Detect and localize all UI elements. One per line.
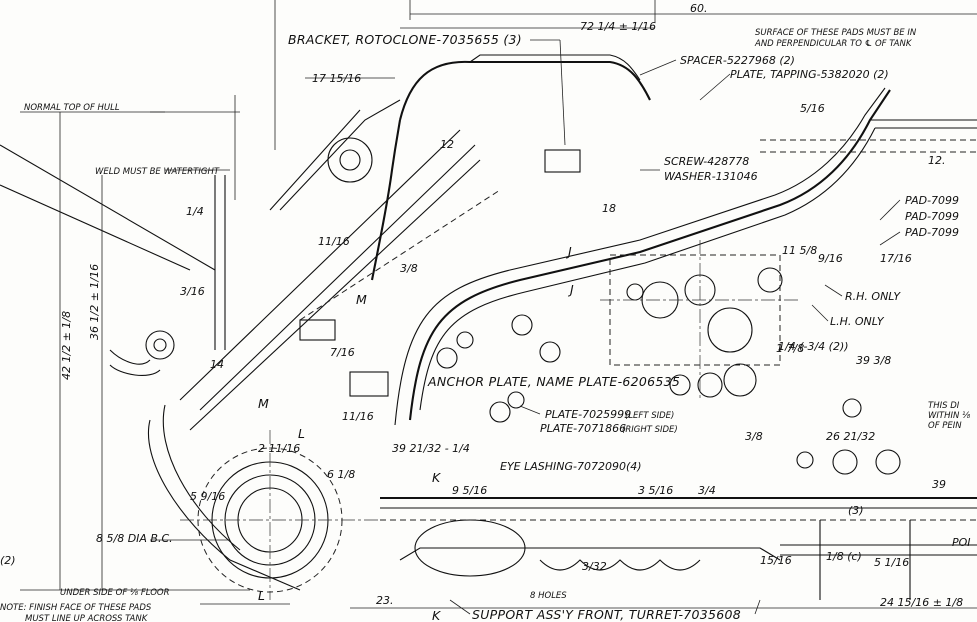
dim-42: 42 1/2 ± 1/8 (60, 311, 73, 380)
dim-12: 12 (440, 138, 454, 151)
marker-m2: M (258, 396, 269, 411)
callout-lh-only: L.H. ONLY (830, 315, 885, 328)
dim-5-1-16: 5 1/16 (874, 556, 909, 569)
callout-spacer: SPACER-5227968 (2) (680, 54, 795, 67)
floor-support (350, 496, 977, 609)
bolt-circles (436, 314, 901, 475)
callout-pad-2: PAD-7099 (905, 210, 959, 223)
dim-39-3-8: 39 3/8 (856, 354, 891, 367)
left-hull-lines (0, 111, 301, 591)
dim-11-5-8: 11 5/8 (782, 244, 817, 257)
dim-1-76: 11/16 (318, 235, 350, 248)
callout-plate-left-side: (LEFT SIDE) (625, 411, 674, 421)
note-surface-2: AND PERPENDICULAR TO ℄ OF TANK (754, 39, 913, 49)
dim-9-16: 9/16 (818, 252, 843, 265)
dim-2-paren: (2) (0, 554, 16, 567)
callout-bracket: BRACKET, ROTOCLONE-7035655 (3) (288, 32, 522, 47)
dim-3-parens: (3) (848, 504, 864, 517)
marker-j2: J (567, 282, 574, 297)
callout-plate-left: PLATE-7025999 (545, 408, 631, 421)
callout-eye-lashing: EYE LASHING-7072090(4) (500, 460, 642, 473)
dim-6-1-8: 6 1/8 (327, 468, 355, 481)
dim-7-16: 7/16 (330, 346, 355, 359)
dim-26-21-32: 26 21/32 (826, 430, 875, 443)
marker-l1: L (298, 426, 305, 441)
dim-3-5-16: 3 5/16 (638, 484, 673, 497)
dim-3-32: 3/32 (582, 560, 607, 573)
dim-5-9-16: 5 9/16 (190, 490, 225, 503)
dim-14: 14 (210, 358, 224, 371)
callout-pad-1: PAD-7099 (905, 194, 959, 207)
dim-overall: 60. (690, 2, 708, 15)
marker-j1: J (565, 244, 572, 259)
note-this-dim-3: OF PEIN (928, 421, 962, 431)
leader-lines (150, 39, 901, 615)
hull-outline (269, 54, 977, 426)
callout-plate-tapping: PLATE, TAPPING-5382020 (2) (730, 68, 889, 81)
dim-5-16: 5/16 (800, 102, 825, 115)
callout-poi: POI (952, 536, 971, 549)
marker-l2: L (258, 588, 265, 603)
note-this-dim-2: WITHIN ⅛ (928, 411, 971, 421)
rotoclone-bracket (109, 129, 581, 431)
note-finish-2: MUST LINE UP ACROSS TANK (25, 614, 149, 622)
callout-rh-only: R.H. ONLY (845, 290, 901, 303)
dim-1-4: 1/4 (186, 205, 204, 218)
dim-11-16: 11/16 (342, 410, 374, 423)
callout-screw: SCREW-428778 (664, 155, 749, 168)
dim-15-16: 15/16 (760, 554, 792, 567)
dim-1-4-34: 1/4 (-3/4 (2)) (778, 340, 849, 353)
dim-9-5-16: 9 5/16 (452, 484, 487, 497)
dim-17: 17 15/16 (312, 72, 361, 85)
dim-3-8b: 3/8 (745, 430, 763, 443)
hub-assembly (180, 430, 380, 600)
dim-18: 18 (602, 202, 616, 215)
marker-k1: K (432, 470, 442, 485)
dim-3-16: 3/16 (180, 285, 205, 298)
marker-m1: M (356, 292, 367, 307)
dim-17-16: 17/16 (880, 252, 912, 265)
callout-plate-right: PLATE-7071866 (540, 422, 626, 435)
note-under-side: UNDER SIDE OF ⅛ FLOOR (60, 588, 170, 598)
callout-anchor-plate: ANCHOR PLATE, NAME PLATE-6206535 (427, 374, 680, 389)
dim-39-right: 39 (932, 478, 946, 491)
dim-3-4: 3/4 (698, 484, 716, 497)
note-this-dim-1: THIS DI (928, 401, 960, 411)
note-finish-1: NOTE: FINISH FACE OF THESE PADS (0, 603, 152, 613)
dim-bracket-span: 72 1/4 ± 1/16 (580, 20, 656, 33)
callout-holes: 8 HOLES (530, 591, 567, 601)
marker-k2: K (432, 608, 442, 622)
dim-23: 23. (376, 594, 394, 607)
dim-39-21: 39 21/32 - 1/4 (392, 442, 470, 455)
top-dimension-lines (234, 0, 977, 200)
callout-plate-right-side: (RIGHT SIDE) (622, 425, 678, 435)
dim-24: 24 15/16 ± 1/8 (880, 596, 963, 609)
dim-3-8: 3/8 (400, 262, 418, 275)
callout-bc-dia: 8 5/8 DIA B.C. (96, 532, 173, 545)
dim-1-7-8: 1 7/8 (776, 342, 804, 355)
dim-36: 36 1/2 ± 1/16 (88, 264, 101, 340)
callout-pad-3: PAD-7099 (905, 226, 959, 239)
note-weld: WELD MUST BE WATERTIGHT (95, 167, 220, 177)
callout-support-assy: SUPPORT ASS'Y FRONT, TURRET-7035608 (472, 607, 741, 622)
gear-block (600, 240, 800, 400)
dim-1-8c: 1/8 (c) (826, 550, 862, 563)
note-surface-1: SURFACE OF THESE PADS MUST BE IN (755, 28, 917, 38)
dim-right-12: 12. (928, 154, 946, 167)
note-top-hull: NORMAL TOP OF HULL (24, 103, 120, 113)
dim-2-11-16: 2 11/16 (258, 442, 300, 455)
callout-washer: WASHER-131046 (664, 170, 758, 183)
